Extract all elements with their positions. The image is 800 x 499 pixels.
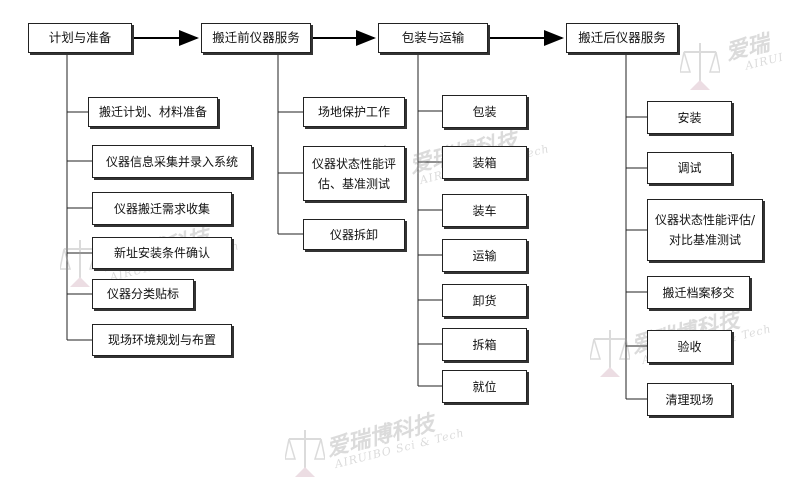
step-labeling: 仪器分类贴标 <box>92 279 194 309</box>
step-site-protection: 场地保护工作 <box>303 97 405 127</box>
step-pre-evaluation: 仪器状态性能评估、基准测试 <box>303 146 405 201</box>
step-site-conditions: 新址安装条件确认 <box>92 237 232 269</box>
stage-post-service: 搬迁后仪器服务 <box>566 23 678 53</box>
step-disassembly: 仪器拆卸 <box>303 219 405 250</box>
stage-plan: 计划与准备 <box>28 23 132 53</box>
step-loading: 装车 <box>442 194 527 227</box>
step-unboxing: 拆箱 <box>442 328 527 361</box>
step-boxing: 装箱 <box>442 146 527 179</box>
step-debugging: 调试 <box>647 152 732 184</box>
step-installation: 安装 <box>647 101 732 134</box>
step-acceptance: 验收 <box>647 330 732 363</box>
step-unloading: 卸货 <box>442 284 527 317</box>
step-site-cleanup: 清理现场 <box>647 383 732 416</box>
step-archive-handover: 搬迁档案移交 <box>647 276 750 309</box>
step-site-planning: 现场环境规划与布置 <box>92 324 232 356</box>
step-plan-materials: 搬迁计划、材料准备 <box>88 97 218 127</box>
step-collect-info: 仪器信息采集并录入系统 <box>92 145 252 178</box>
step-positioning: 就位 <box>442 370 527 403</box>
step-packing: 包装 <box>442 95 527 128</box>
step-post-evaluation: 仪器状态性能评估/对比基准测试 <box>647 199 763 261</box>
step-shipping: 运输 <box>442 239 527 272</box>
stage-transport: 包装与运输 <box>378 23 488 53</box>
step-collect-needs: 仪器搬迁需求收集 <box>92 192 232 225</box>
stage-pre-service: 搬迁前仪器服务 <box>201 23 311 53</box>
